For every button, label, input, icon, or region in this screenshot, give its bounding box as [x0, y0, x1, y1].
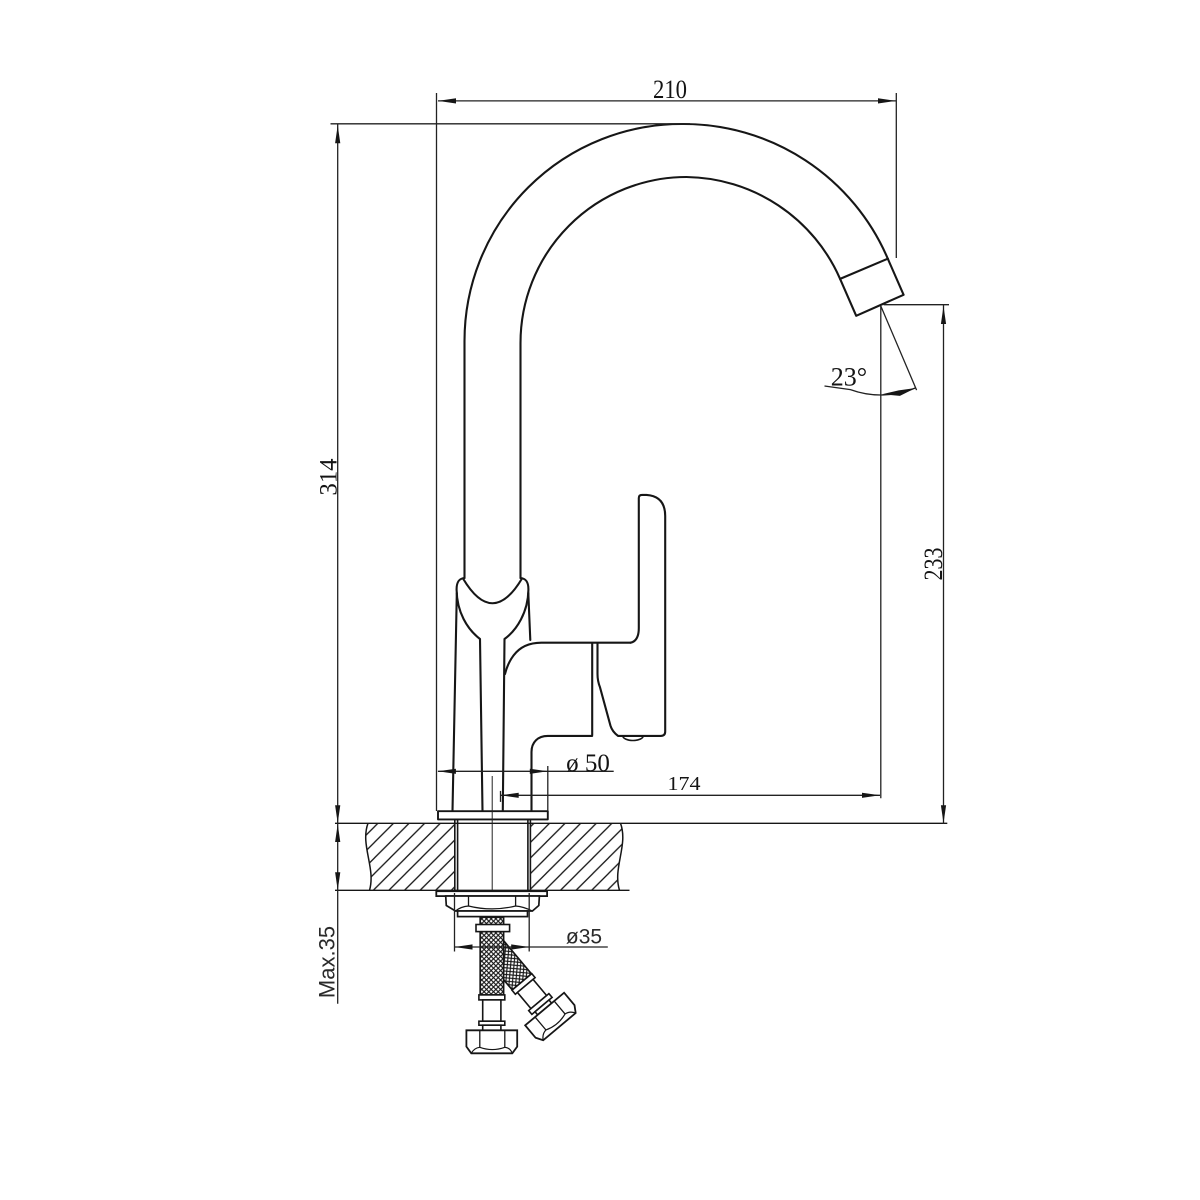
svg-text:23°: 23° [831, 363, 867, 392]
svg-text:Max.35: Max.35 [315, 926, 340, 998]
svg-text:ø 50: ø 50 [566, 750, 610, 777]
svg-text:210: 210 [653, 75, 687, 104]
svg-text:314: 314 [316, 458, 343, 495]
svg-text:ø35: ø35 [566, 926, 602, 949]
svg-text:233: 233 [919, 548, 948, 581]
svg-text:174: 174 [668, 773, 701, 795]
